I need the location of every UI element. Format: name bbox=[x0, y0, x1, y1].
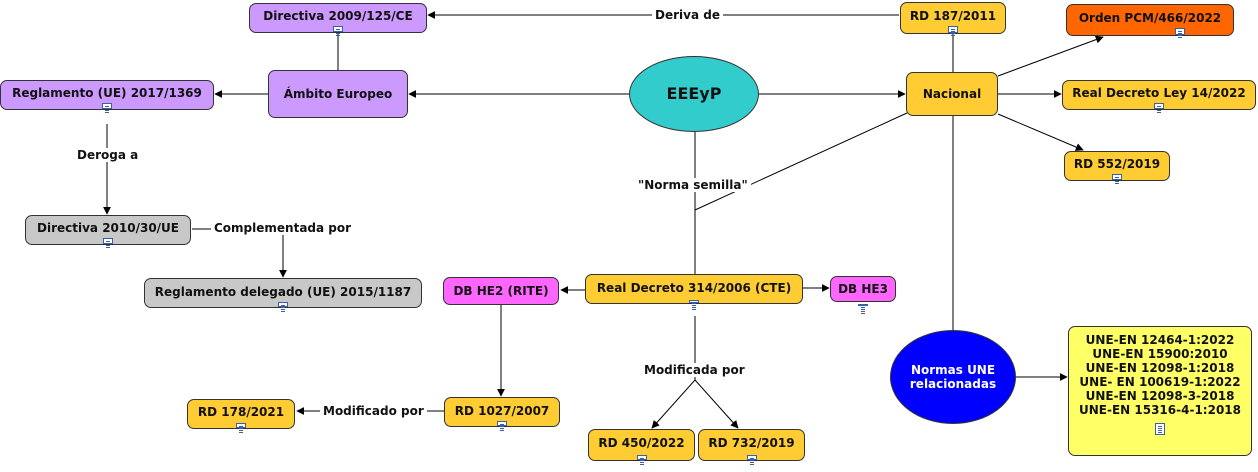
orden-pcm-node[interactable]: Orden PCM/466/2022 bbox=[1066, 4, 1234, 36]
une-item: UNE-EN 12098-3-2018 bbox=[1085, 389, 1235, 403]
db-he3-label: DB HE3 bbox=[838, 282, 888, 296]
db-he3-node[interactable]: DB HE3 bbox=[830, 276, 896, 308]
edge-modificada-rd450 bbox=[651, 379, 696, 429]
edge-label-modificado-por: Modificado por bbox=[320, 404, 427, 418]
rdl-14-node[interactable]: Real Decreto Ley 14/2022 bbox=[1062, 80, 1256, 110]
rd-187-node[interactable]: RD 187/2011 bbox=[900, 2, 1006, 34]
edge-label-complementada-por: Complementada por bbox=[211, 221, 355, 235]
edge-label-norma-semilla: "Norma semilla" bbox=[635, 178, 751, 192]
document-icon[interactable] bbox=[636, 455, 647, 460]
document-icon[interactable] bbox=[497, 421, 507, 426]
reglamento-2015-node[interactable]: Reglamento delegado (UE) 2015/1187 bbox=[144, 278, 422, 308]
ambito-europeo-node[interactable]: Ámbito Europeo bbox=[268, 70, 408, 118]
edge-nacional-rd552 bbox=[997, 113, 1084, 151]
rdl-14-label: Real Decreto Ley 14/2022 bbox=[1072, 86, 1246, 100]
normas-une-label: Normas UNE relacionadas bbox=[909, 363, 997, 391]
document-icon[interactable] bbox=[1112, 174, 1122, 180]
document-icon[interactable] bbox=[1175, 28, 1185, 35]
orden-pcm-label: Orden PCM/466/2022 bbox=[1078, 11, 1222, 25]
nacional-node[interactable]: Nacional bbox=[906, 72, 998, 116]
edge-nacional-orden bbox=[997, 35, 1104, 77]
une-list: UNE-EN 12464-1:2022 UNE-EN 15900:2010 UN… bbox=[1079, 333, 1241, 417]
une-item: UNE- EN 100619-1:2022 bbox=[1079, 375, 1241, 389]
document-icon[interactable] bbox=[858, 304, 868, 308]
edge-label-deriva-de: Deriva de bbox=[652, 8, 723, 22]
edge-modificada-rd732 bbox=[694, 379, 739, 429]
edge-label-modificada-por: Modificada por bbox=[641, 363, 748, 377]
reglamento-2017-node[interactable]: Reglamento (UE) 2017/1369 bbox=[0, 80, 214, 110]
directiva-2009-label: Directiva 2009/125/CE bbox=[263, 9, 413, 23]
directiva-2009-node[interactable]: Directiva 2009/125/CE bbox=[249, 3, 427, 33]
document-icon[interactable] bbox=[333, 26, 343, 32]
document-icon[interactable] bbox=[278, 302, 288, 307]
reglamento-2015-label: Reglamento delegado (UE) 2015/1187 bbox=[154, 285, 412, 299]
rd-450-label: RD 450/2022 bbox=[598, 436, 685, 450]
document-icon[interactable] bbox=[103, 238, 113, 244]
document-icon[interactable] bbox=[948, 26, 958, 33]
rd-178-label: RD 178/2021 bbox=[197, 405, 285, 419]
rd-552-node[interactable]: RD 552/2019 bbox=[1064, 151, 1170, 181]
directiva-2010-label: Directiva 2010/30/UE bbox=[37, 221, 179, 235]
rd-732-label: RD 732/2019 bbox=[708, 436, 795, 450]
document-icon[interactable] bbox=[1154, 103, 1164, 109]
eeeyp-label: EEEyP bbox=[666, 84, 722, 103]
une-item: UNE-EN 15316-4-1:2018 bbox=[1079, 403, 1241, 417]
normas-une-node[interactable]: Normas UNE relacionadas bbox=[890, 330, 1016, 424]
db-he2-label: DB HE2 (RITE) bbox=[453, 284, 549, 298]
document-icon[interactable] bbox=[1155, 423, 1165, 435]
document-icon[interactable] bbox=[746, 455, 757, 460]
une-item: UNE-EN 15900:2010 bbox=[1092, 347, 1228, 361]
directiva-2010-node[interactable]: Directiva 2010/30/UE bbox=[25, 215, 191, 245]
document-icon[interactable] bbox=[102, 103, 112, 109]
document-icon[interactable] bbox=[236, 423, 246, 428]
reglamento-2017-label: Reglamento (UE) 2017/1369 bbox=[12, 86, 202, 100]
eeeyp-node[interactable]: EEEyP bbox=[629, 56, 759, 132]
une-item: UNE-EN 12098-1:2018 bbox=[1085, 361, 1235, 375]
une-item: UNE-EN 12464-1:2022 bbox=[1085, 333, 1235, 347]
cte-label: Real Decreto 314/2006 (CTE) bbox=[596, 281, 792, 295]
une-list-node[interactable]: UNE-EN 12464-1:2022 UNE-EN 15900:2010 UN… bbox=[1068, 326, 1252, 456]
cte-node[interactable]: Real Decreto 314/2006 (CTE) bbox=[585, 274, 803, 304]
nacional-label: Nacional bbox=[922, 87, 982, 101]
rd-552-label: RD 552/2019 bbox=[1073, 157, 1161, 171]
rd-187-label: RD 187/2011 bbox=[909, 9, 997, 23]
edge-directiva2010-reglamento2015 bbox=[192, 228, 287, 278]
rd-450-node[interactable]: RD 450/2022 bbox=[588, 429, 695, 461]
rd-732-node[interactable]: RD 732/2019 bbox=[698, 429, 805, 461]
rd-1027-label: RD 1027/2007 bbox=[454, 404, 550, 418]
document-icon[interactable] bbox=[689, 300, 699, 304]
rd-1027-node[interactable]: RD 1027/2007 bbox=[444, 397, 560, 427]
rd-178-node[interactable]: RD 178/2021 bbox=[187, 399, 295, 429]
ambito-europeo-label: Ámbito Europeo bbox=[283, 87, 393, 101]
db-he2-node[interactable]: DB HE2 (RITE) bbox=[443, 277, 559, 305]
edge-label-deroga-a: Deroga a bbox=[74, 148, 142, 162]
edge-nacional-cte bbox=[694, 112, 908, 211]
